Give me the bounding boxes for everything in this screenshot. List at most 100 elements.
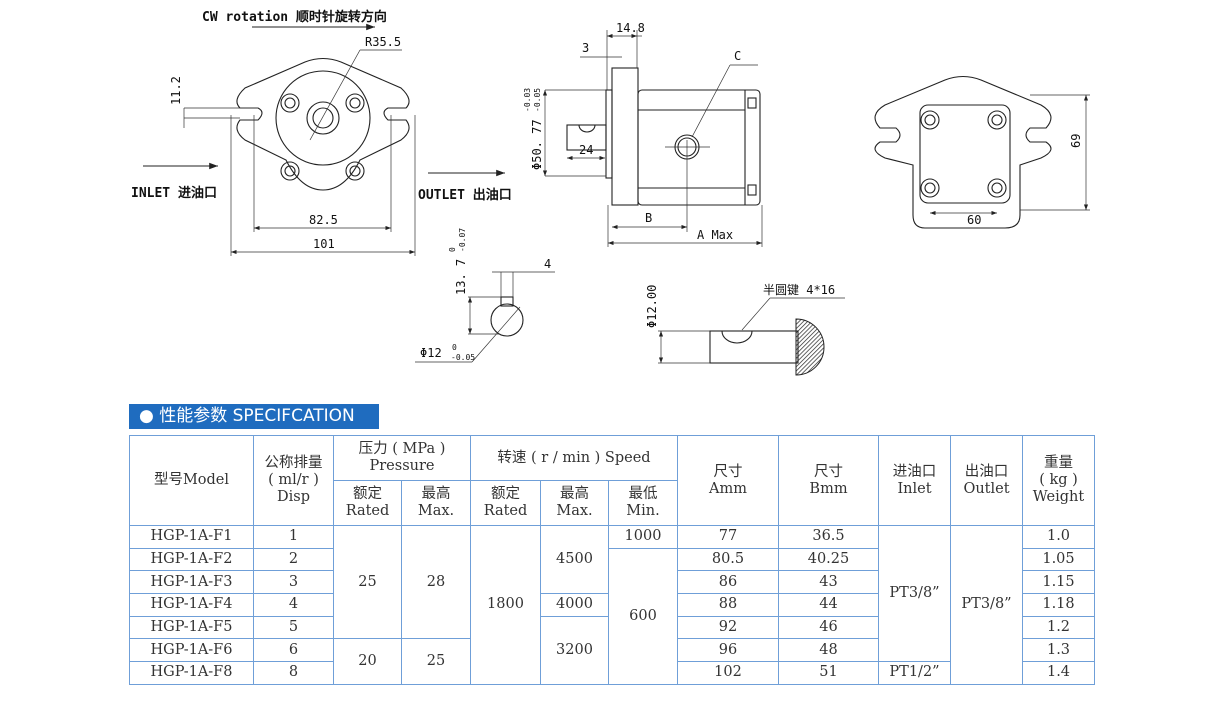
shaft-boss [306, 101, 340, 135]
key-label: 半圆键 4*16 [763, 283, 835, 297]
cell-weight: 1.15 [1022, 570, 1095, 595]
header-b-cn: 尺寸 [814, 463, 843, 480]
cell-pressure-max: 25 [401, 638, 471, 685]
table-row: HGP-1A-F4 4 4000 88 44 1.18 [129, 593, 1095, 617]
shaft [312, 107, 334, 129]
cell-outlet: PT3/8” [950, 525, 1023, 685]
label-en: Rated [345, 503, 390, 519]
header-b-en: Bmm [809, 480, 848, 497]
tol-upper: 0 [452, 343, 457, 352]
cell-disp: 5 [253, 615, 334, 640]
header-outlet-en: Outlet [963, 480, 1010, 497]
cell-model: HGP-1A-F6 [129, 638, 254, 663]
spec-section-title: ● 性能参数 SPECIFCATION [129, 404, 379, 429]
cell-model: HGP-1A-F4 [129, 593, 254, 617]
cell-model: HGP-1A-F5 [129, 615, 254, 640]
key-view: 半圆键 4*16 Φ12.00 [645, 283, 845, 376]
cell-b: 40.25 [778, 547, 879, 572]
label-en: Min. [626, 503, 660, 519]
label-cn: 最高 [421, 486, 451, 502]
cell-b: 43 [778, 570, 879, 595]
table-row: HGP-1A-F1 1 25 28 1800 4500 1000 77 36.5… [129, 524, 1095, 685]
header-outlet-cn: 出油口 [964, 463, 1009, 480]
label-cn: 额定 [353, 486, 382, 502]
cell-model: HGP-1A-F3 [129, 570, 254, 595]
cell-inlet: PT3/8” [878, 524, 951, 663]
header-pressure-cn: 压力 ( MPa ) [358, 441, 446, 457]
cell-speed-min: 1000 [608, 525, 678, 549]
cell-disp: 6 [253, 638, 334, 663]
cell-b: 36.5 [778, 525, 879, 549]
header-weight-en: Weight [1032, 489, 1085, 505]
cell-a: 92 [677, 615, 779, 640]
dim-82-5: 82.5 [309, 213, 338, 227]
header-weight-unit: ( kg ) [1039, 472, 1078, 488]
front-view: CW rotation 顺时针旋转方向 R35.5 11.2 INLET 进油口… [131, 9, 512, 256]
cell-disp: 2 [253, 547, 334, 572]
technical-drawing: CW rotation 顺时针旋转方向 R35.5 11.2 INLET 进油口… [131, 9, 1090, 376]
cell-disp: 1 [253, 525, 334, 549]
cell-b: 48 [778, 638, 879, 663]
dim-b: B [645, 211, 652, 225]
pump-body [275, 70, 371, 166]
cell-pressure-rated: 20 [333, 638, 402, 685]
cell-weight: 1.18 [1022, 593, 1095, 617]
cell-a: 77 [677, 525, 779, 549]
dim-11-2: 11.2 [169, 76, 183, 105]
header-model-label: 型号Model [153, 472, 230, 488]
header-weight-cn: 重量 [1044, 455, 1073, 471]
cell-weight: 1.05 [1022, 547, 1095, 572]
half-round-key-icon [721, 330, 753, 344]
label-en: Max. [417, 503, 455, 519]
dim-3: 3 [582, 41, 589, 55]
tol-lower: -0.05 [533, 88, 542, 112]
cell-weight: 1.2 [1022, 615, 1095, 640]
rear-view: 69 60 [874, 75, 1090, 229]
dim-101: 101 [313, 237, 335, 251]
tol-upper: -0.03 [523, 88, 532, 112]
header-a-en: Amm [709, 480, 747, 497]
cell-inlet: PT1/2” [878, 661, 951, 685]
header-inlet-en: Inlet [897, 480, 932, 497]
dim-69: 69 [1069, 134, 1083, 148]
cell-model: HGP-1A-F2 [129, 547, 254, 572]
cell-weight: 1.3 [1022, 638, 1095, 663]
cell-b: 44 [778, 593, 879, 617]
label-cn: 额定 [491, 486, 520, 502]
flange-outline [236, 57, 410, 191]
cell-model: HGP-1A-F8 [129, 661, 254, 685]
dim-60: 60 [967, 213, 981, 227]
cell-a: 102 [677, 661, 779, 685]
rotation-label: CW rotation 顺时针旋转方向 [202, 9, 387, 25]
dim-14-8: 14.8 [616, 21, 645, 35]
header-speed-label: 转速 ( r / min ) Speed [497, 449, 651, 466]
cell-disp: 8 [253, 661, 334, 685]
cell-weight: 1.4 [1022, 661, 1095, 685]
header-inlet-cn: 进油口 [892, 463, 937, 480]
table-row: HGP-1A-F8 8 102 51 PT1/2” 1.4 [129, 661, 1095, 685]
header-speed: 转速 ( r / min ) Speed [470, 435, 678, 481]
inlet-label: INLET 进油口 [131, 185, 217, 201]
cell-speed-min: 600 [608, 547, 678, 685]
cell-a: 86 [677, 570, 779, 595]
header-disp-en: Disp [277, 489, 310, 505]
cell-weight: 1.0 [1022, 525, 1095, 549]
cell-speed-rated: 1800 [470, 525, 541, 685]
header-pressure-en: Pressure [369, 458, 435, 474]
header-disp-unit: ( ml/r ) [268, 472, 319, 488]
dim-phi-12-00: Φ12.00 [645, 285, 659, 328]
table-row: HGP-1A-F2 2 600 80.5 40.25 1.05 [129, 547, 1095, 685]
dim-4: 4 [544, 257, 551, 271]
header-weight: 重量( kg )Weight [1022, 435, 1095, 526]
tol-upper: 0 [448, 247, 457, 252]
tol-lower: -0.05 [451, 353, 475, 362]
label-cn: 最高 [560, 486, 589, 502]
cell-a: 88 [677, 593, 779, 617]
